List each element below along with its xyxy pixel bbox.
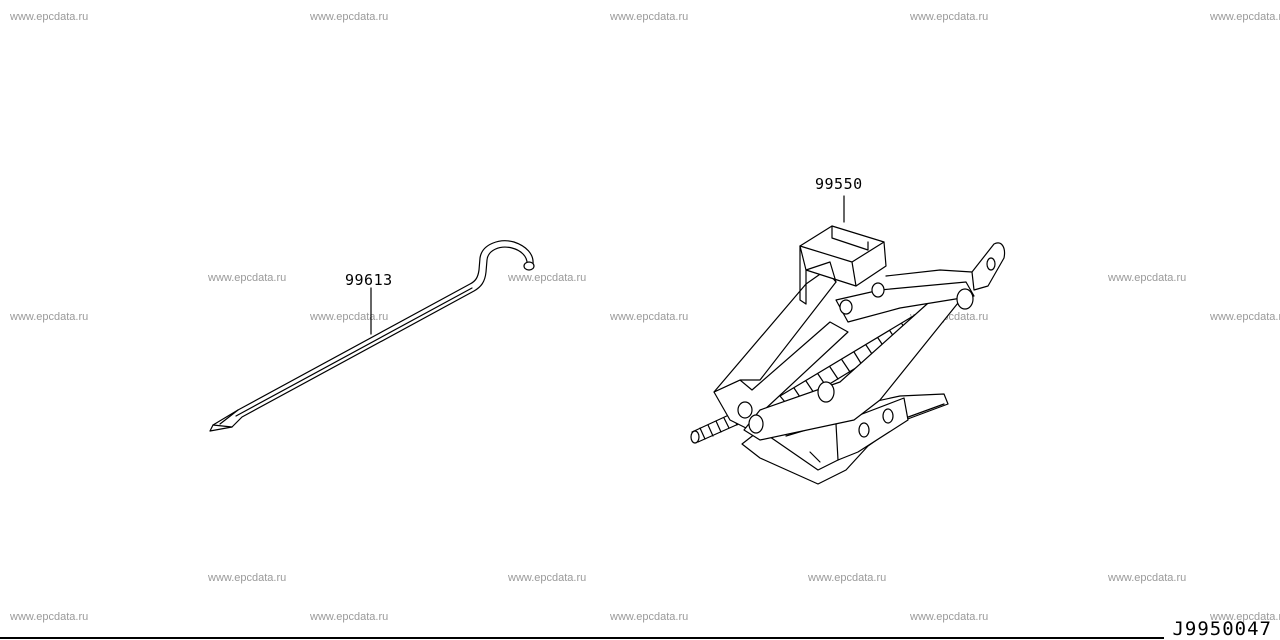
- jack-pivot-right: [956, 288, 974, 310]
- watermark-text: www.epcdata.ru: [10, 311, 89, 323]
- part-label-jack[interactable]: 99550: [815, 175, 863, 193]
- jack-saddle-top: [799, 225, 885, 287]
- watermark-text: www.epcdata.ru: [910, 11, 989, 23]
- jack-handle-shaft: [209, 240, 534, 432]
- watermark-text: www.epcdata.ru: [1108, 272, 1187, 284]
- jack-base-hole-1: [882, 408, 894, 424]
- diagram-id: J9950047: [1172, 618, 1272, 640]
- jack-arm-lower-left: [713, 321, 849, 429]
- watermark-text: www.epcdata.ru: [1210, 611, 1280, 623]
- jack-handle-hook-end: [523, 261, 535, 271]
- watermark-text: www.epcdata.ru: [508, 572, 587, 584]
- watermark-text: www.epcdata.ru: [310, 11, 389, 23]
- watermark-text: www.epcdata.ru: [1210, 11, 1280, 23]
- watermark-text: www.epcdata.ru: [910, 611, 989, 623]
- jack-handle-drawing[interactable]: [209, 240, 535, 432]
- watermark-text: www.epcdata.ru: [310, 311, 389, 323]
- jack-saddle-left-side: [799, 245, 837, 305]
- jack-saddle-pivot-1: [839, 299, 853, 315]
- jack-pivot-lower-right: [748, 414, 764, 434]
- watermark-text: www.epcdata.ru: [208, 572, 287, 584]
- watermark-text: www.epcdata.ru: [1210, 311, 1280, 323]
- jack-pivot-center: [817, 381, 835, 403]
- jack-saddle-pivot-2: [871, 282, 885, 298]
- watermark-text: www.epcdata.ru: [10, 611, 89, 623]
- jack-handle-tip: [212, 409, 239, 428]
- watermark-text: www.epcdata.ru: [10, 11, 89, 23]
- jack-handle-shaft-inner-line: [235, 287, 473, 417]
- watermark-text: www.epcdata.ru: [610, 311, 689, 323]
- jack-arm-upper-right-edge: [885, 269, 973, 277]
- watermark-text: www.epcdata.ru: [310, 611, 389, 623]
- part-label-jack-handle[interactable]: 99613: [345, 271, 393, 289]
- watermark-text: www.epcdata.ru: [508, 272, 587, 284]
- watermark-text: www.epcdata.ru: [610, 11, 689, 23]
- jack-saddle: [799, 225, 887, 287]
- jack-drive-eye-hole: [986, 257, 996, 271]
- watermark-text: www.epcdata.ru: [808, 572, 887, 584]
- watermark-text: www.epcdata.ru: [1108, 572, 1187, 584]
- jack-pivot-lower-left: [737, 401, 753, 419]
- watermark-text: www.epcdata.ru: [610, 611, 689, 623]
- scissor-jack-drawing[interactable]: [690, 225, 1006, 485]
- jack-base-hole-2: [858, 422, 870, 438]
- watermark-text: www.epcdata.ru: [208, 272, 287, 284]
- bottom-rule: [0, 637, 1164, 639]
